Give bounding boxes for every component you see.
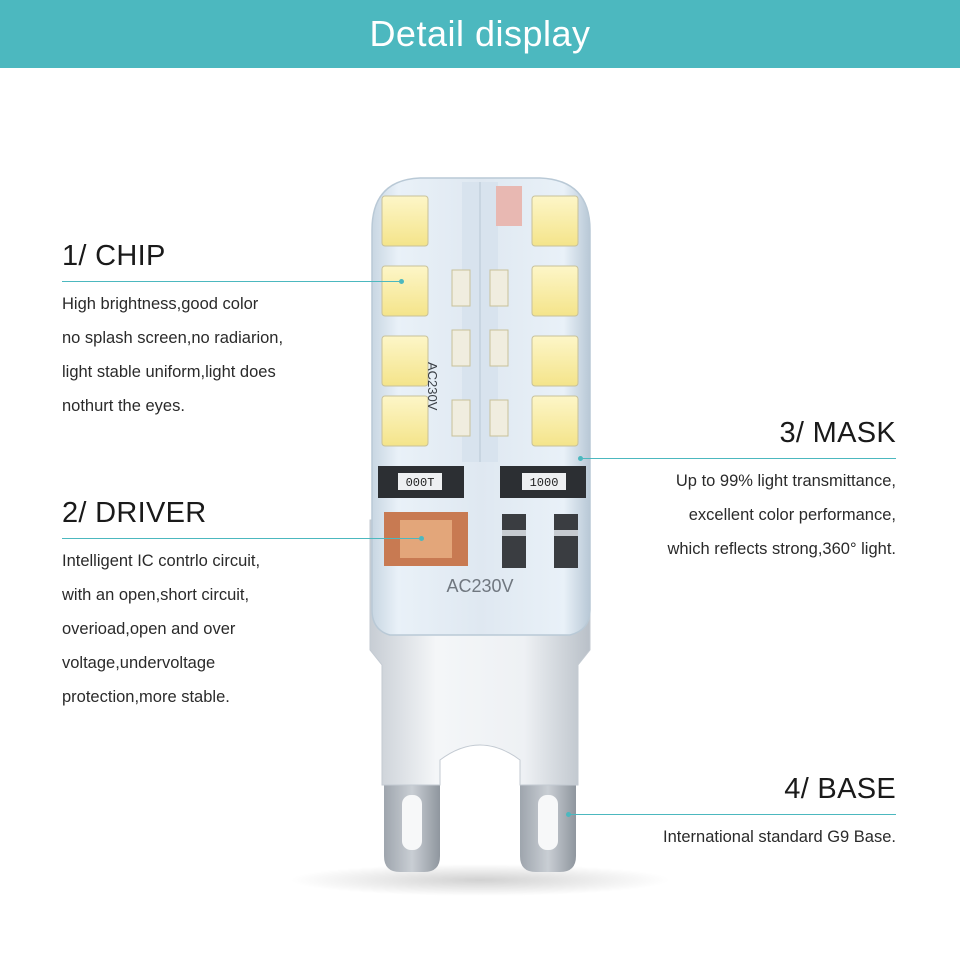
mask-section: 3/ MASK Up to 99% light transmittance, e… bbox=[667, 417, 896, 566]
driver-line: protection,more stable. bbox=[62, 688, 230, 706]
chip-heading: 1/ CHIP bbox=[62, 240, 166, 272]
mask-line: Up to 99% light transmittance, bbox=[675, 472, 896, 490]
base-section: 4/ BASE International standard G9 Base. bbox=[663, 773, 896, 854]
chip-section: 1/ CHIP High brightness,good color no sp… bbox=[62, 240, 283, 423]
mask-line: which reflects strong,360° light. bbox=[667, 540, 896, 558]
mask-marking-vertical: AC230V bbox=[425, 362, 440, 411]
mask-heading: 3/ MASK bbox=[779, 417, 896, 449]
chip-line: no splash screen,no radiarion, bbox=[62, 329, 284, 347]
base-pins bbox=[384, 770, 576, 872]
driver-line: voltage,undervoltage bbox=[62, 654, 216, 672]
base-callout-line bbox=[566, 812, 896, 817]
driver-heading: 2/ DRIVER bbox=[62, 497, 207, 529]
resistor-label-right: 1000 bbox=[530, 476, 559, 490]
mask-marking-horizontal: AC230V bbox=[446, 576, 513, 596]
mask-callout-line bbox=[578, 456, 896, 461]
driver-section: 2/ DRIVER Intelligent IC contrlo circuit… bbox=[62, 497, 260, 714]
driver-line: Intelligent IC contrlo circuit, bbox=[62, 552, 261, 570]
resistors bbox=[378, 466, 586, 498]
base-heading: 4/ BASE bbox=[784, 773, 896, 805]
page-title: Detail display bbox=[369, 13, 591, 54]
driver-line: overioad,open and over bbox=[62, 620, 236, 638]
driver-components bbox=[384, 512, 578, 568]
base-line: International standard G9 Base. bbox=[663, 828, 896, 846]
chip-line: High brightness,good color bbox=[62, 295, 259, 313]
driver-callout-line bbox=[62, 536, 424, 541]
led-chips bbox=[381, 195, 579, 447]
resistor-label-left: 000T bbox=[406, 476, 435, 490]
driver-line: with an open,short circuit, bbox=[62, 586, 250, 604]
ground-shadow bbox=[290, 864, 670, 896]
mask-line: excellent color performance, bbox=[688, 506, 896, 524]
header-banner: Detail display bbox=[0, 0, 960, 68]
chip-line: nothurt the eyes. bbox=[62, 397, 185, 415]
chip-callout-line bbox=[62, 279, 404, 284]
chip-line: light stable uniform,light does bbox=[62, 363, 276, 381]
